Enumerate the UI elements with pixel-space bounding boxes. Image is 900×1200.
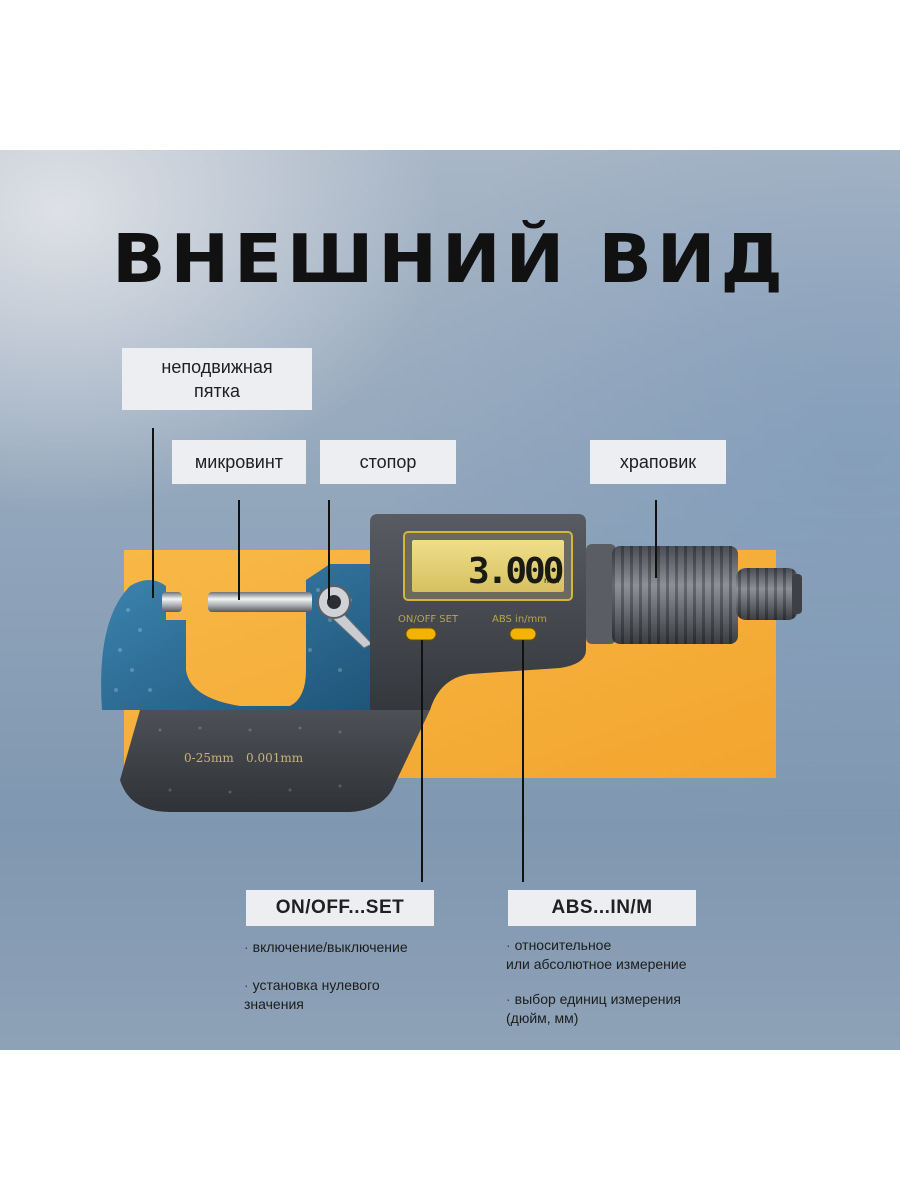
spindle [208,592,312,612]
anvil-label-line2: пятка [193,381,241,401]
lcd-unit: mm [544,576,560,585]
abs-leader [522,640,524,882]
anvil-label: неподвижная пятка [122,348,312,410]
lcd-value: 3.000 [468,551,563,592]
onoff-set-button [405,627,437,641]
page-title: ВНЕШНИЙ ВИД [112,220,788,298]
frame-resolution-text: 0.001mm [246,751,304,765]
lcd-screen [412,540,564,592]
button-label-left: ON/OFF SET [398,614,459,625]
abs-inm-label: ABS...IN/M [508,890,696,926]
onoff-note-zero: ·установка нулевого значения [244,977,380,1012]
onoff-set-label: ON/OFF...SET [246,890,434,926]
ratchet-label: храповик [590,440,726,484]
anvil [162,592,182,612]
button-label-right: ABS in/mm [492,614,547,625]
anvil-label-line1: неподвижная [161,357,273,377]
spindle-leader [238,500,240,600]
base-plate [120,710,430,812]
abs-note-units: ·выбор единиц измерения (дюйм, мм) [506,991,681,1026]
micrometer-illustration: 0-25mm 0.001mm 3.000 mm ON/OFF SET ABS i… [101,514,802,812]
abs-note-mode: ·относительное или абсолютное измерение [506,937,687,972]
infographic-panel: ВНЕШНИЙ ВИД [0,150,900,1050]
ratchet-leader [655,500,657,578]
c-frame [101,564,372,710]
lock-label: стопор [320,440,456,484]
onoff-leader [421,640,423,882]
abs-inmm-button [509,627,537,641]
frame-range-text: 0-25mm [184,751,234,765]
spindle-label: микровинт [172,440,306,484]
sleeve [586,544,616,644]
anvil-leader [152,428,154,598]
lock-leader [328,500,330,600]
lock-lever [317,585,373,649]
onoff-note-power: ·включение/выключение [244,939,408,955]
